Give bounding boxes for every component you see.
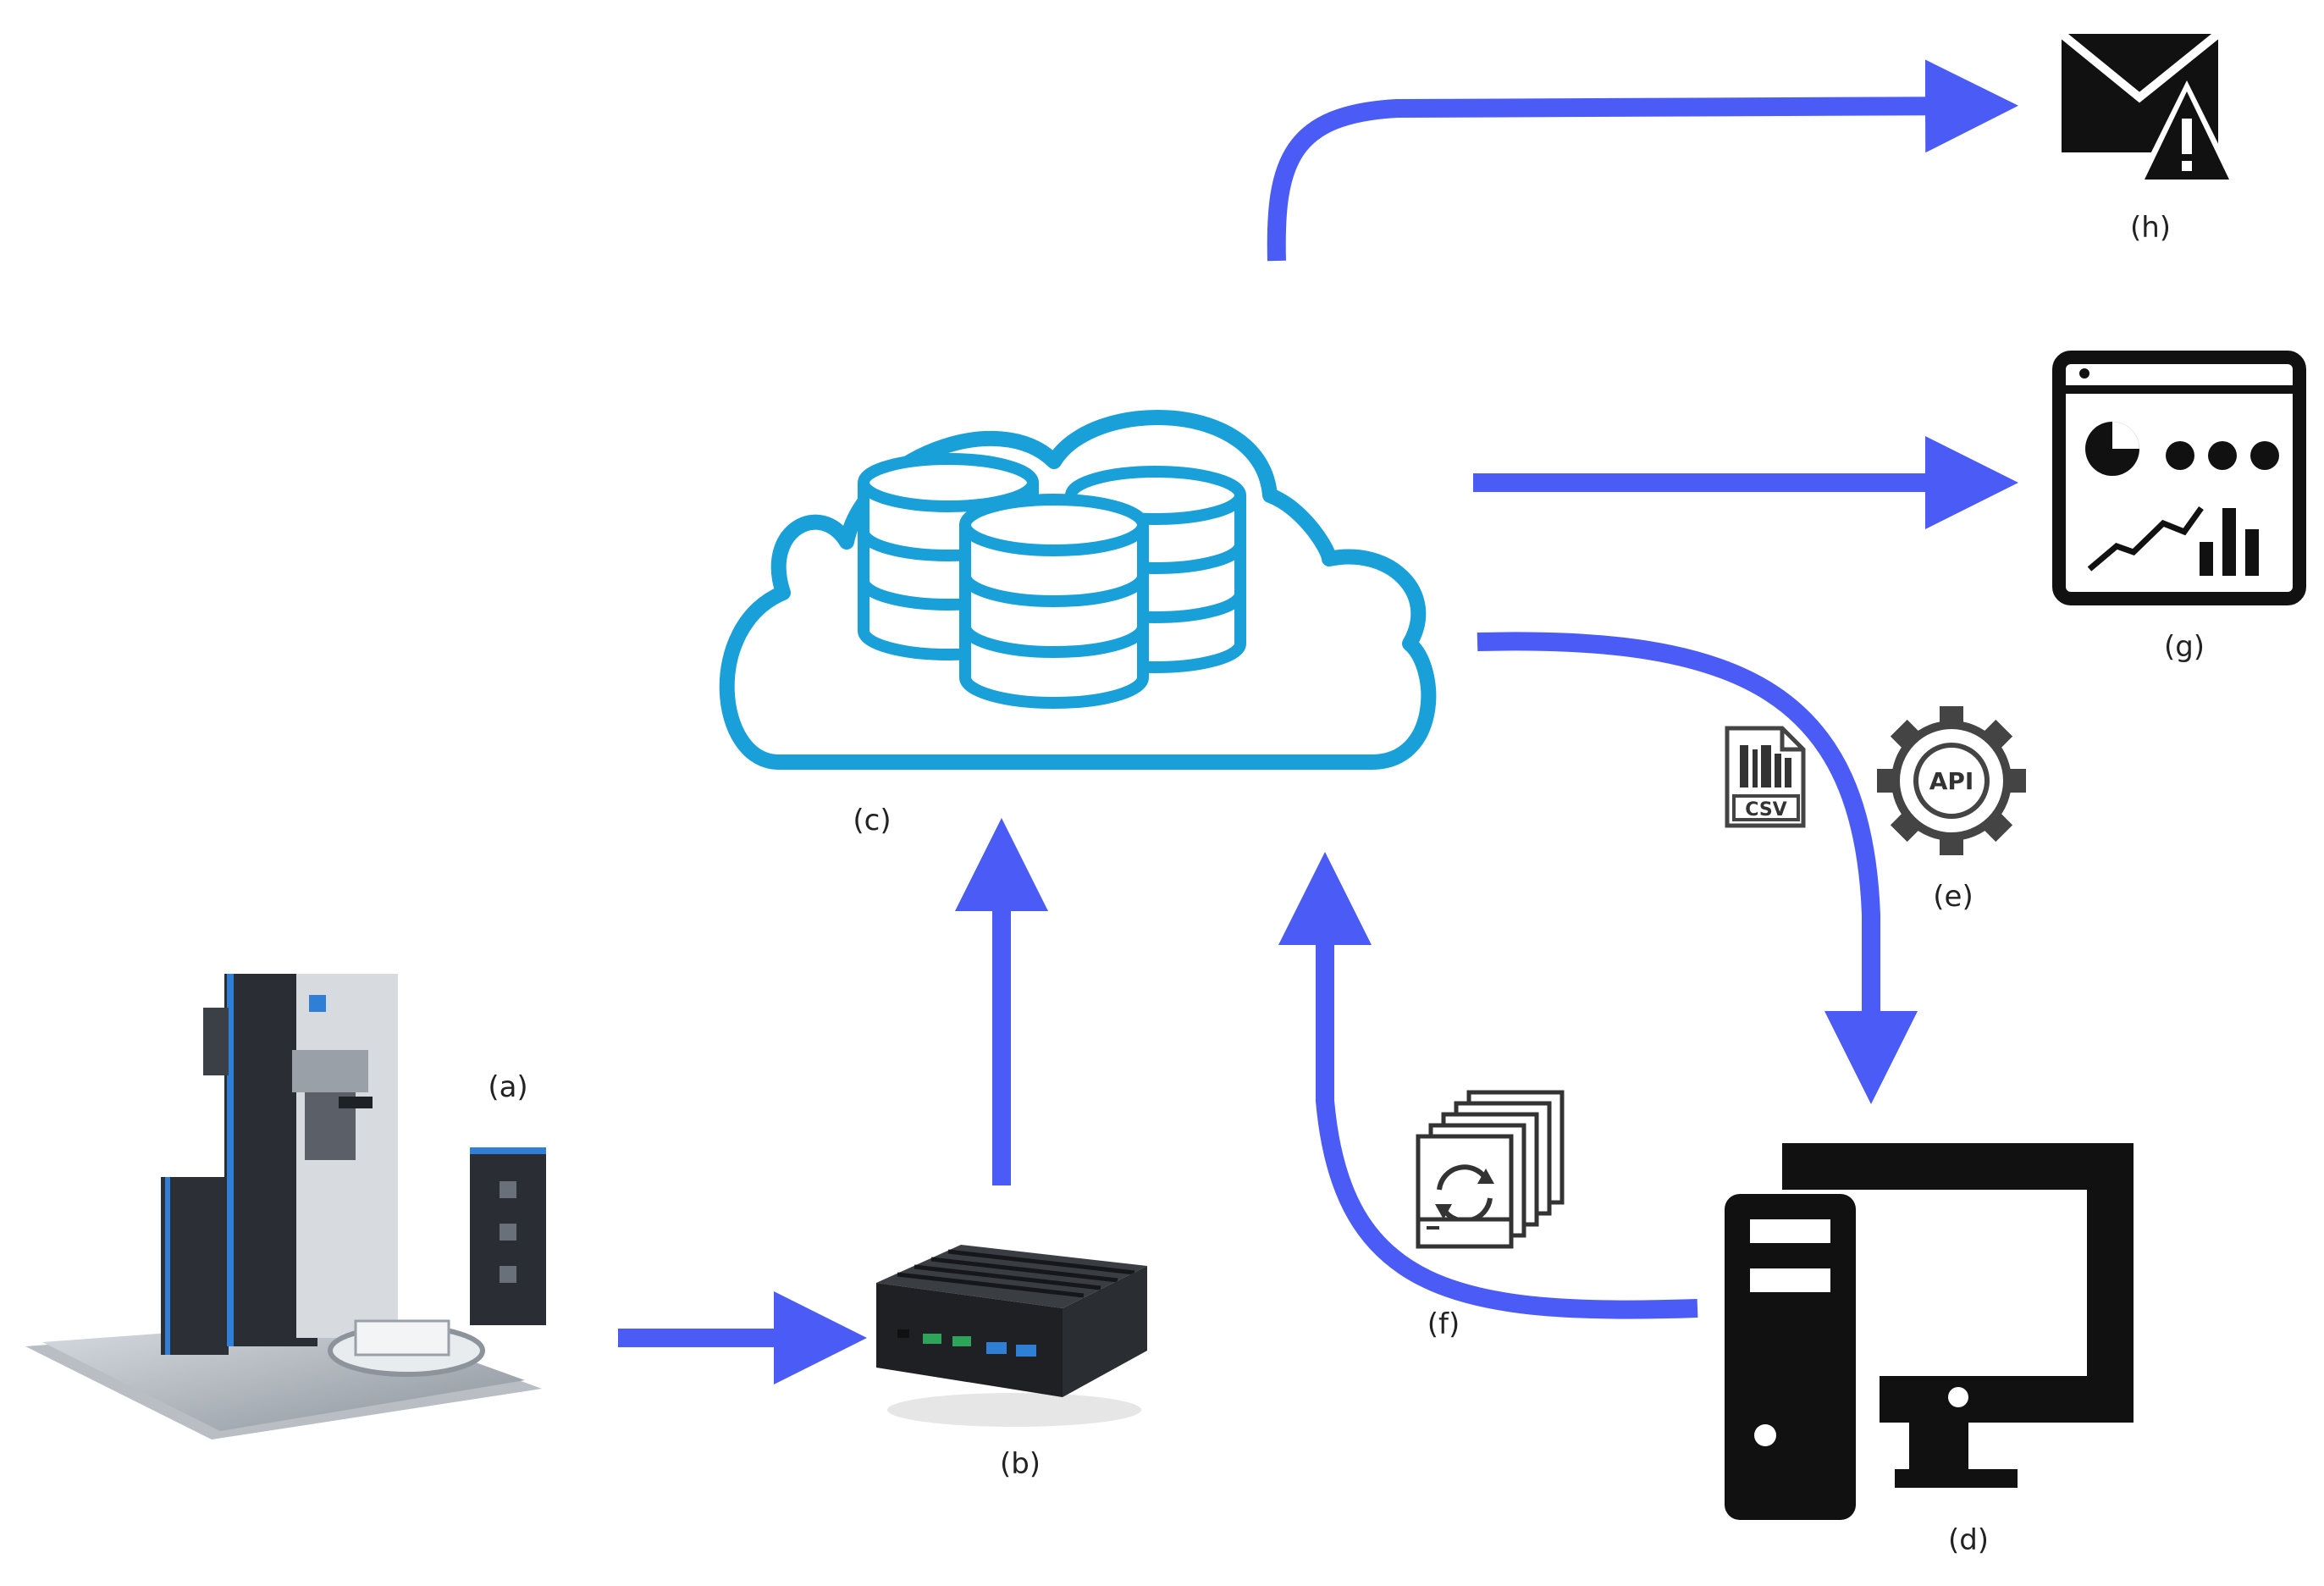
label-d: (d) xyxy=(1948,1523,1989,1557)
label-g: (g) xyxy=(2164,630,2205,664)
dashboard-icon xyxy=(2052,351,2306,605)
api-gear-text: API xyxy=(1929,767,1974,795)
email-alert-icon xyxy=(2058,30,2239,186)
label-a: (a) xyxy=(488,1070,527,1104)
cloud-outline xyxy=(719,410,1437,770)
document-sync-icon xyxy=(1416,1090,1565,1249)
label-e: (e) xyxy=(1933,880,1973,914)
label-h: (h) xyxy=(2130,211,2171,245)
arrows xyxy=(618,59,2018,1384)
label-b: (b) xyxy=(1000,1447,1041,1481)
arrow-d-to-c xyxy=(1278,852,1698,1319)
label-f: (f) xyxy=(1427,1307,1460,1341)
cloud-database-icon xyxy=(719,410,1437,770)
machining-center-icon xyxy=(25,974,546,1440)
label-c: (c) xyxy=(853,804,891,837)
csv-file-icon: CSV xyxy=(1725,726,1806,828)
csv-file-text: CSV xyxy=(1745,799,1786,821)
edge-mini-pc-icon xyxy=(876,1245,1147,1427)
api-gear-icon: API xyxy=(1877,706,2026,855)
desktop-computer-icon xyxy=(1725,1143,2134,1520)
database-stack-center xyxy=(959,494,1149,709)
arrow-c-to-h xyxy=(1267,59,2018,262)
arrow-c-to-d xyxy=(1477,632,1918,1104)
